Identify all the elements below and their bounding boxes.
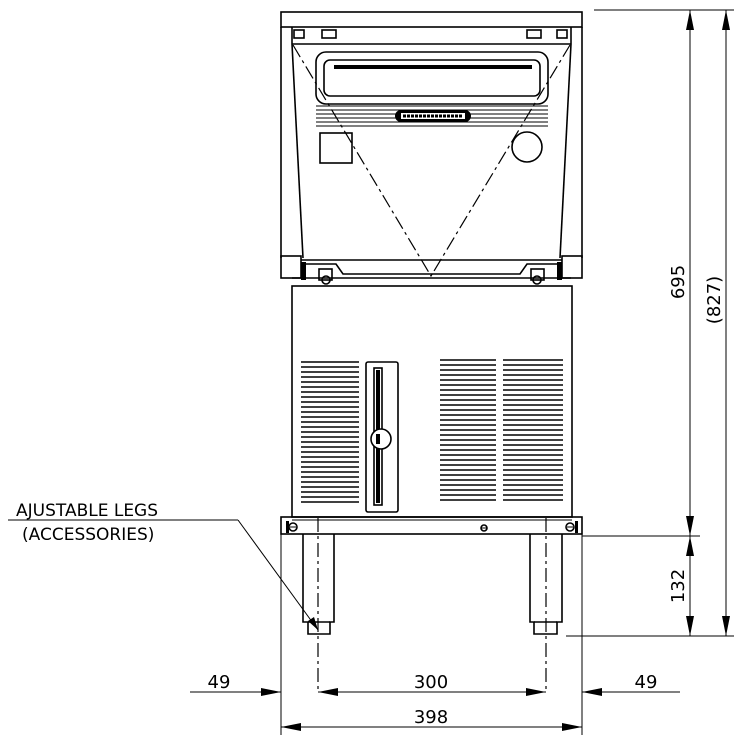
door-swing-line [292, 44, 571, 278]
louver-grille-left [301, 361, 359, 503]
dimension-label-827: (827) [704, 276, 725, 324]
dimension-label-398: 398 [414, 707, 448, 728]
callout-line-2: (ACCESSORIES) [22, 525, 154, 545]
dimension-label-300: 300 [414, 672, 448, 693]
dimension-leg-height: 132 [668, 536, 694, 636]
dimension-label-132: 132 [668, 569, 689, 603]
louver-grille-center [440, 359, 496, 501]
brand-logo-plate [395, 110, 471, 122]
dimension-leg-spacing: 49 300 49 [190, 672, 680, 696]
dimension-label-49-left: 49 [208, 672, 231, 693]
dimension-overall-width: 398 [281, 707, 582, 731]
lower-cabinet [280, 285, 583, 535]
upper-cabinet [280, 11, 583, 259]
door-handle [365, 361, 399, 513]
callout-line-1: AJUSTABLE LEGS [16, 501, 158, 521]
louver-grille-right [503, 359, 563, 501]
dimension-body-height: 695 [668, 10, 694, 536]
dimension-label-49-right: 49 [635, 672, 658, 693]
adjustable-legs-callout: AJUSTABLE LEGS (ACCESSORIES) [8, 501, 319, 631]
base-screws [286, 521, 578, 533]
mid-rail [280, 255, 583, 285]
indicator-lamp [511, 131, 543, 163]
control-switch [319, 132, 353, 164]
dimension-overall-height: (827) [704, 10, 730, 636]
dimension-label-695: 695 [668, 265, 689, 299]
extension-lines [280, 9, 734, 735]
ice-scoop-handle [315, 51, 549, 105]
